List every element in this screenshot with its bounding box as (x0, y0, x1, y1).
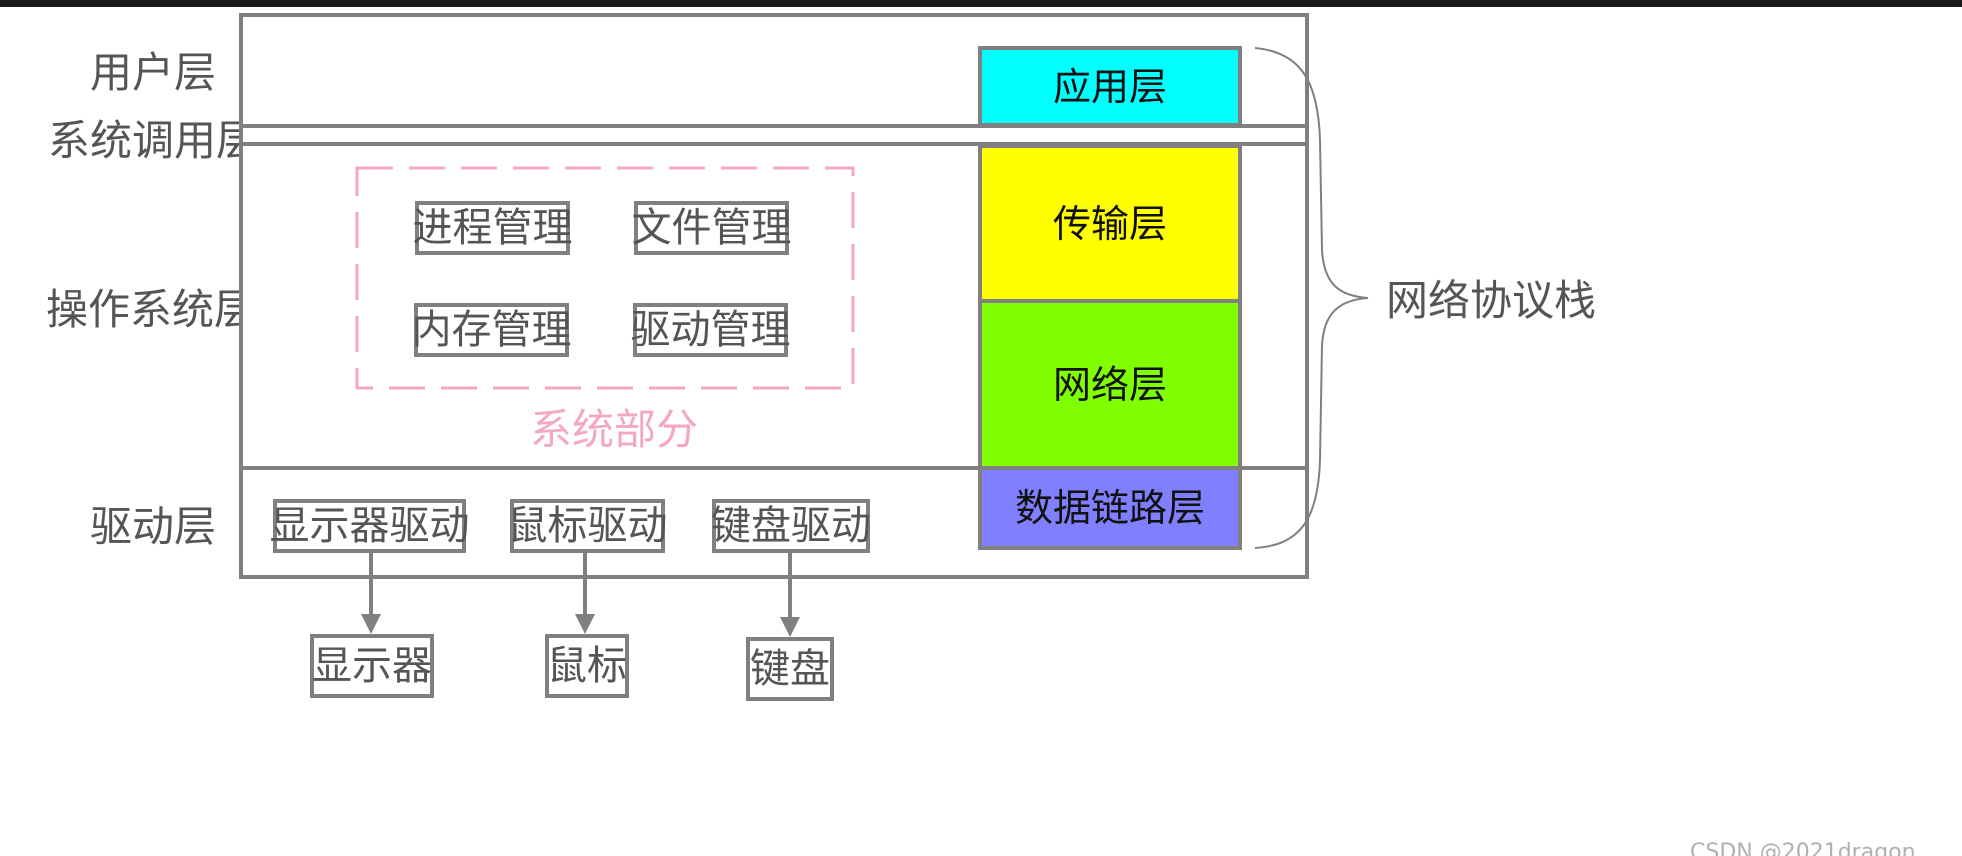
dashed-border (355, 166, 855, 390)
application-layer-cell: 应用层 (978, 46, 1242, 127)
system-part-group (355, 166, 855, 390)
process-management-box: 进程管理 (413, 201, 573, 255)
mouse-device-box: 鼠标 (545, 634, 629, 698)
label-driver-layer: 驱动层 (90, 502, 217, 551)
network-layer-cell: 网络层 (978, 299, 1242, 470)
separator-driver (239, 466, 1309, 470)
network-stack-label: 网络协议栈 (1386, 276, 1597, 325)
keyboard-driver-box: 键盘驱动 (711, 499, 871, 553)
display-driver-box: 显示器驱动 (270, 499, 470, 553)
memory-management-box: 内存管理 (412, 303, 572, 357)
file-management-box: 文件管理 (632, 201, 792, 255)
label-os-layer: 操作系统层 (46, 285, 257, 334)
system-part-caption: 系统部分 (530, 405, 699, 454)
watermark: CSDN @2021dragon (1690, 840, 1916, 856)
top-rule (0, 0, 1962, 7)
keyboard-device-box: 键盘 (746, 637, 834, 701)
separator-syscall-bottom (239, 142, 1309, 146)
label-user-layer: 用户层 (90, 48, 217, 97)
mouse-driver-box: 鼠标驱动 (508, 499, 668, 553)
driver-management-box: 驱动管理 (631, 303, 791, 357)
datalink-layer-cell: 数据链路层 (978, 466, 1242, 550)
transport-layer-cell: 传输层 (978, 144, 1242, 303)
separator-syscall-top (239, 124, 1309, 128)
display-device-box: 显示器 (310, 634, 434, 698)
label-syscall-layer: 系统调用层 (48, 116, 259, 165)
